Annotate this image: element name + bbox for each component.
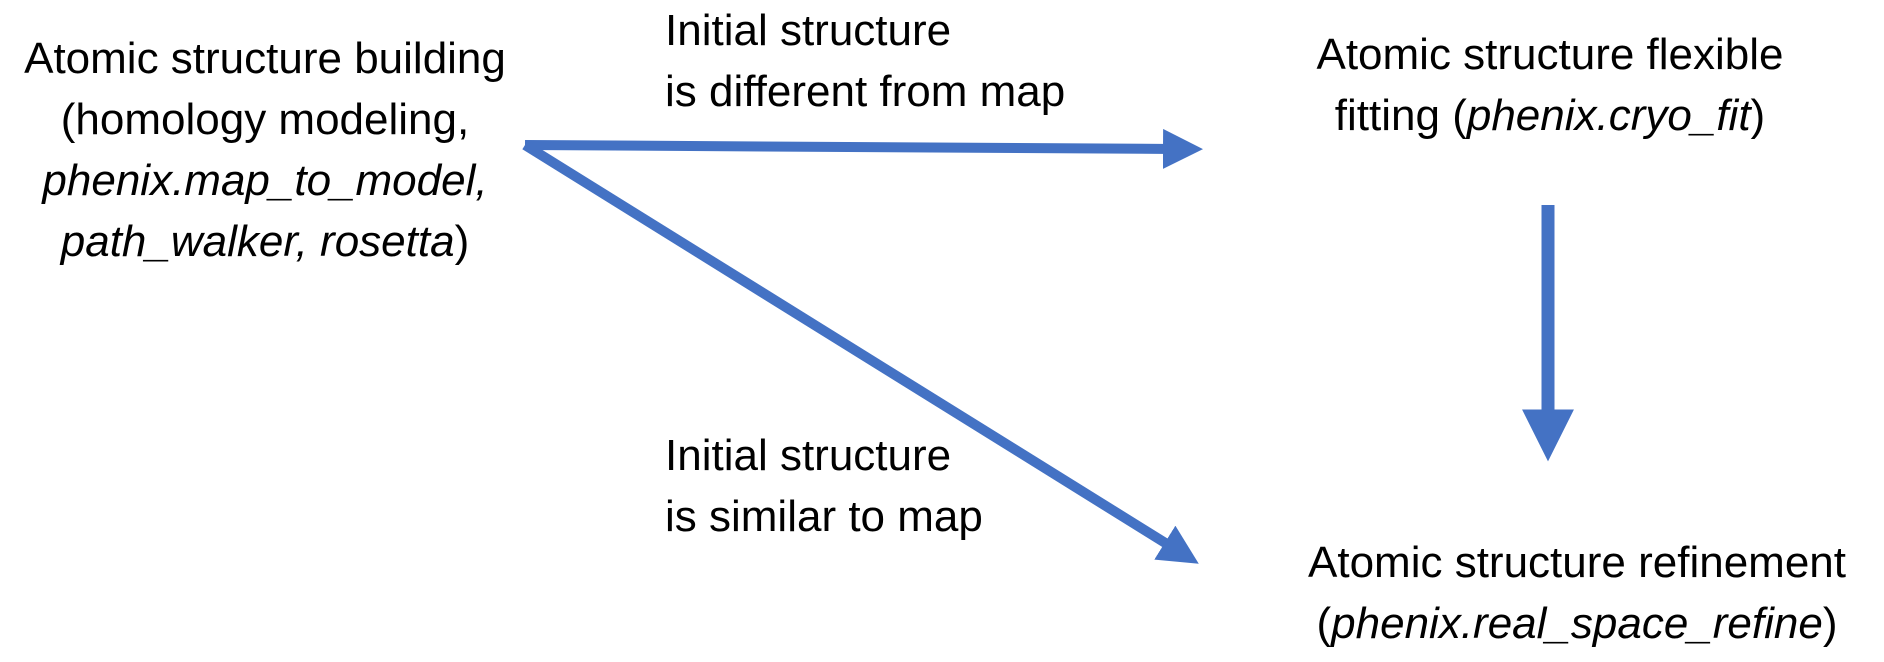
node-flexible-fitting: Atomic structure flexible fitting (pheni… — [1280, 24, 1820, 146]
node-building-line2: (homology modeling, — [60, 95, 470, 144]
edge-different-line2: is different from map — [665, 67, 1066, 116]
edge-label-similar: Initial structure is similar to map — [665, 425, 983, 547]
edge-label-different: Initial structure is different from map — [665, 0, 1065, 122]
node-refinement-line2-prefix: ( — [1316, 599, 1332, 648]
node-flexible-line2-suffix: ) — [1750, 91, 1766, 140]
node-building-line1: Atomic structure building — [24, 34, 506, 83]
node-building-line4: path_walker, rosetta) — [0, 211, 530, 272]
node-building-line3: phenix.map_to_model, — [42, 156, 488, 205]
node-flexible-line2-italic: phenix.cryo_fit — [1466, 91, 1751, 140]
node-refinement-line2-suffix: ) — [1822, 599, 1838, 648]
arrow-to-refinement — [522, 140, 1199, 564]
node-flexible-line1: Atomic structure flexible — [1316, 30, 1784, 79]
node-refinement: Atomic structure refinement (phenix.real… — [1270, 532, 1884, 654]
edge-similar-line1: Initial structure — [665, 431, 952, 480]
edge-similar-line2: is similar to map — [665, 492, 983, 541]
arrow-to-flexible-fitting — [524, 128, 1203, 169]
node-refinement-line1: Atomic structure refinement — [1308, 538, 1846, 587]
node-structure-building: Atomic structure building (homology mode… — [0, 28, 530, 272]
node-flexible-line2-prefix: fitting ( — [1334, 91, 1467, 140]
node-flexible-line2: fitting (phenix.cryo_fit) — [1280, 85, 1820, 146]
node-building-line4-italic: path_walker, rosetta — [60, 217, 455, 266]
node-refinement-line2-italic: phenix.real_space_refine — [1331, 599, 1823, 648]
node-building-line4-close: ) — [454, 217, 470, 266]
node-refinement-line2: (phenix.real_space_refine) — [1270, 593, 1884, 654]
edge-different-line1: Initial structure — [665, 6, 952, 55]
